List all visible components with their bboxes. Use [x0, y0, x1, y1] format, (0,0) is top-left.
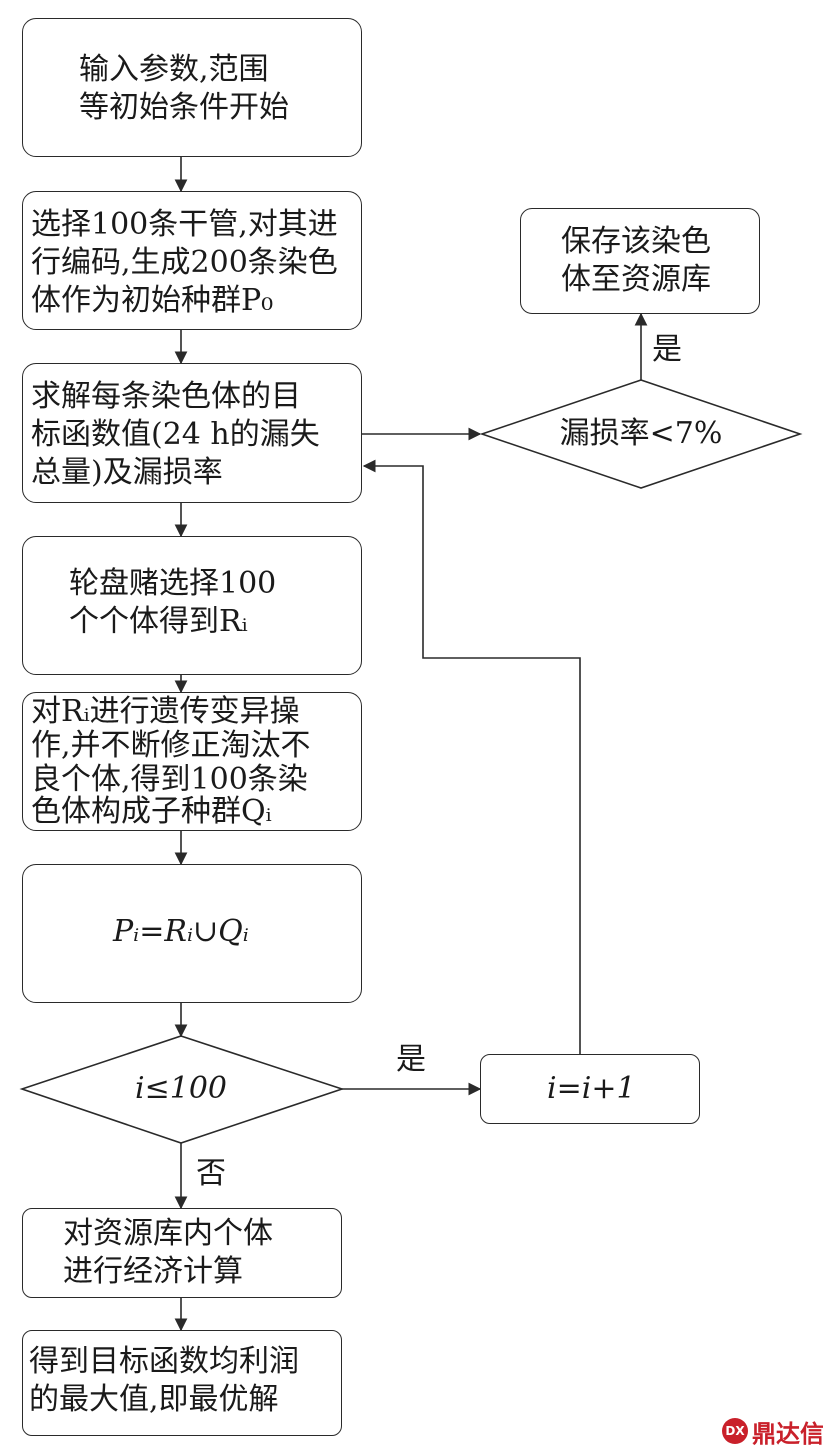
- start-line-1: 输入参数,范围: [79, 52, 269, 87]
- arrow-increment-to-evaluate: [362, 459, 581, 1054]
- encode-line-2: 行编码,生成200条染色: [31, 245, 338, 280]
- watermark-text: 鼎达信: [752, 1419, 823, 1448]
- select-box: 轮盘赌选择100 个个体得到Rᵢ: [22, 536, 362, 675]
- start-box: 输入参数,范围 等初始条件开始: [22, 18, 362, 157]
- increment-box: i=i+1: [480, 1054, 700, 1124]
- select-line-2: 个个体得到Rᵢ: [69, 604, 248, 639]
- encode-line-1: 选择100条干管,对其进: [31, 207, 338, 242]
- merge-formula: Pᵢ=Rᵢ∪Qᵢ: [113, 914, 249, 949]
- merge-box: Pᵢ=Rᵢ∪Qᵢ: [22, 864, 362, 1003]
- leak-decision-diamond: [479, 379, 803, 489]
- mutate-line-3: 良个体,得到100条染: [31, 762, 308, 797]
- mutate-box: 对Rᵢ进行遗传变异操 作,并不断修正淘汰不 良个体,得到100条染 色体构成子种…: [22, 692, 362, 831]
- yes-label-save: 是: [652, 332, 682, 367]
- loop-decision-label: i≤100: [135, 1071, 227, 1106]
- encode-box: 选择100条干管,对其进 行编码,生成200条染色 体作为初始种群P₀: [22, 191, 362, 330]
- yes-label-loop: 是: [396, 1042, 426, 1077]
- evaluate-line-1: 求解每条染色体的目: [31, 379, 301, 414]
- select-line-1: 轮盘赌选择100: [69, 566, 277, 601]
- start-line-2: 等初始条件开始: [79, 90, 289, 125]
- encode-line-3: 体作为初始种群P₀: [31, 283, 274, 318]
- economic-line-1: 对资源库内个体: [63, 1216, 273, 1251]
- result-box: 得到目标函数均利润 的最大值,即最优解: [22, 1330, 342, 1436]
- leak-decision-label: 漏损率<7%: [559, 416, 723, 451]
- loop-decision-diamond: [19, 1035, 345, 1144]
- evaluate-box: 求解每条染色体的目 标函数值(24 h的漏失 总量)及漏损率: [22, 363, 362, 503]
- mutate-line-4: 色体构成子种群Qᵢ: [31, 794, 272, 829]
- increment-formula: i=i+1: [547, 1071, 636, 1106]
- no-label-loop: 否: [196, 1156, 226, 1191]
- save-line-1: 保存该染色: [561, 224, 711, 259]
- economic-box: 对资源库内个体 进行经济计算: [22, 1208, 342, 1298]
- economic-line-2: 进行经济计算: [63, 1254, 243, 1289]
- watermark-circle-icon: DX: [722, 1418, 748, 1444]
- evaluate-line-2: 标函数值(24 h的漏失: [31, 417, 320, 452]
- result-line-1: 得到目标函数均利润: [29, 1344, 299, 1379]
- mutate-line-2: 作,并不断修正淘汰不: [31, 728, 311, 763]
- result-line-2: 的最大值,即最优解: [29, 1382, 279, 1417]
- save-line-2: 体至资源库: [561, 262, 711, 297]
- save-box: 保存该染色 体至资源库: [520, 208, 760, 314]
- watermark-logo: DX 鼎达信: [722, 1414, 823, 1448]
- mutate-line-1: 对Rᵢ进行遗传变异操: [31, 694, 300, 729]
- evaluate-line-3: 总量)及漏损率: [31, 455, 223, 490]
